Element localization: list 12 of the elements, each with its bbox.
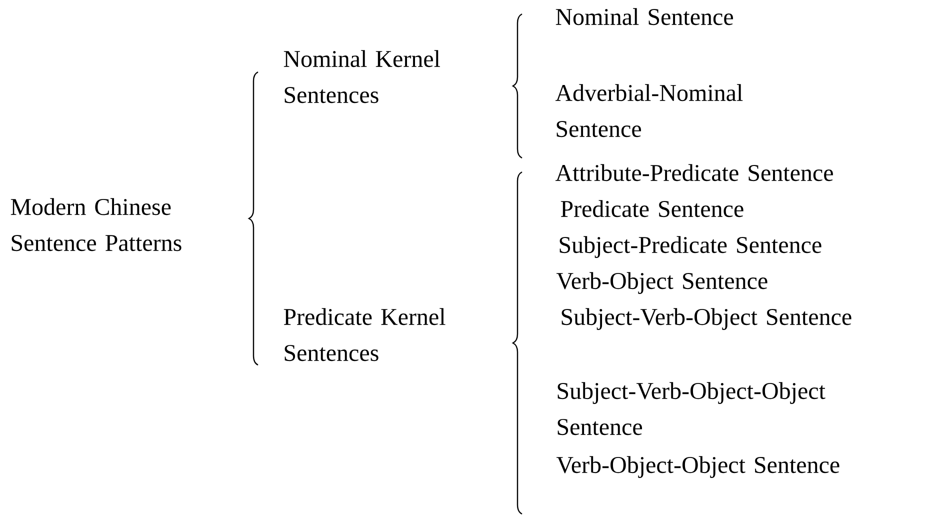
label: Verb-Object-Object Sentence: [556, 456, 840, 478]
label: Subject-Verb-Object Sentence: [562, 308, 852, 330]
label: Nominal Kernel Sentences: [284, 50, 440, 104]
label: Verb-Object Sentence: [556, 272, 768, 294]
label: Predicate Kernel Sentences: [284, 308, 446, 362]
label: Adverbial-Nominal Sentence: [555, 84, 743, 138]
label: Attribute-Predicate Sentence: [555, 164, 833, 182]
label: Subject-Predicate Sentence: [560, 236, 822, 258]
label: Modern Chinese Sentence Patterns: [10, 198, 182, 252]
label: Nominal Sentence: [556, 8, 733, 26]
label: Predicate Sentence: [560, 200, 744, 218]
label: Subject-Verb-Object-Object Sentence: [558, 382, 826, 436]
